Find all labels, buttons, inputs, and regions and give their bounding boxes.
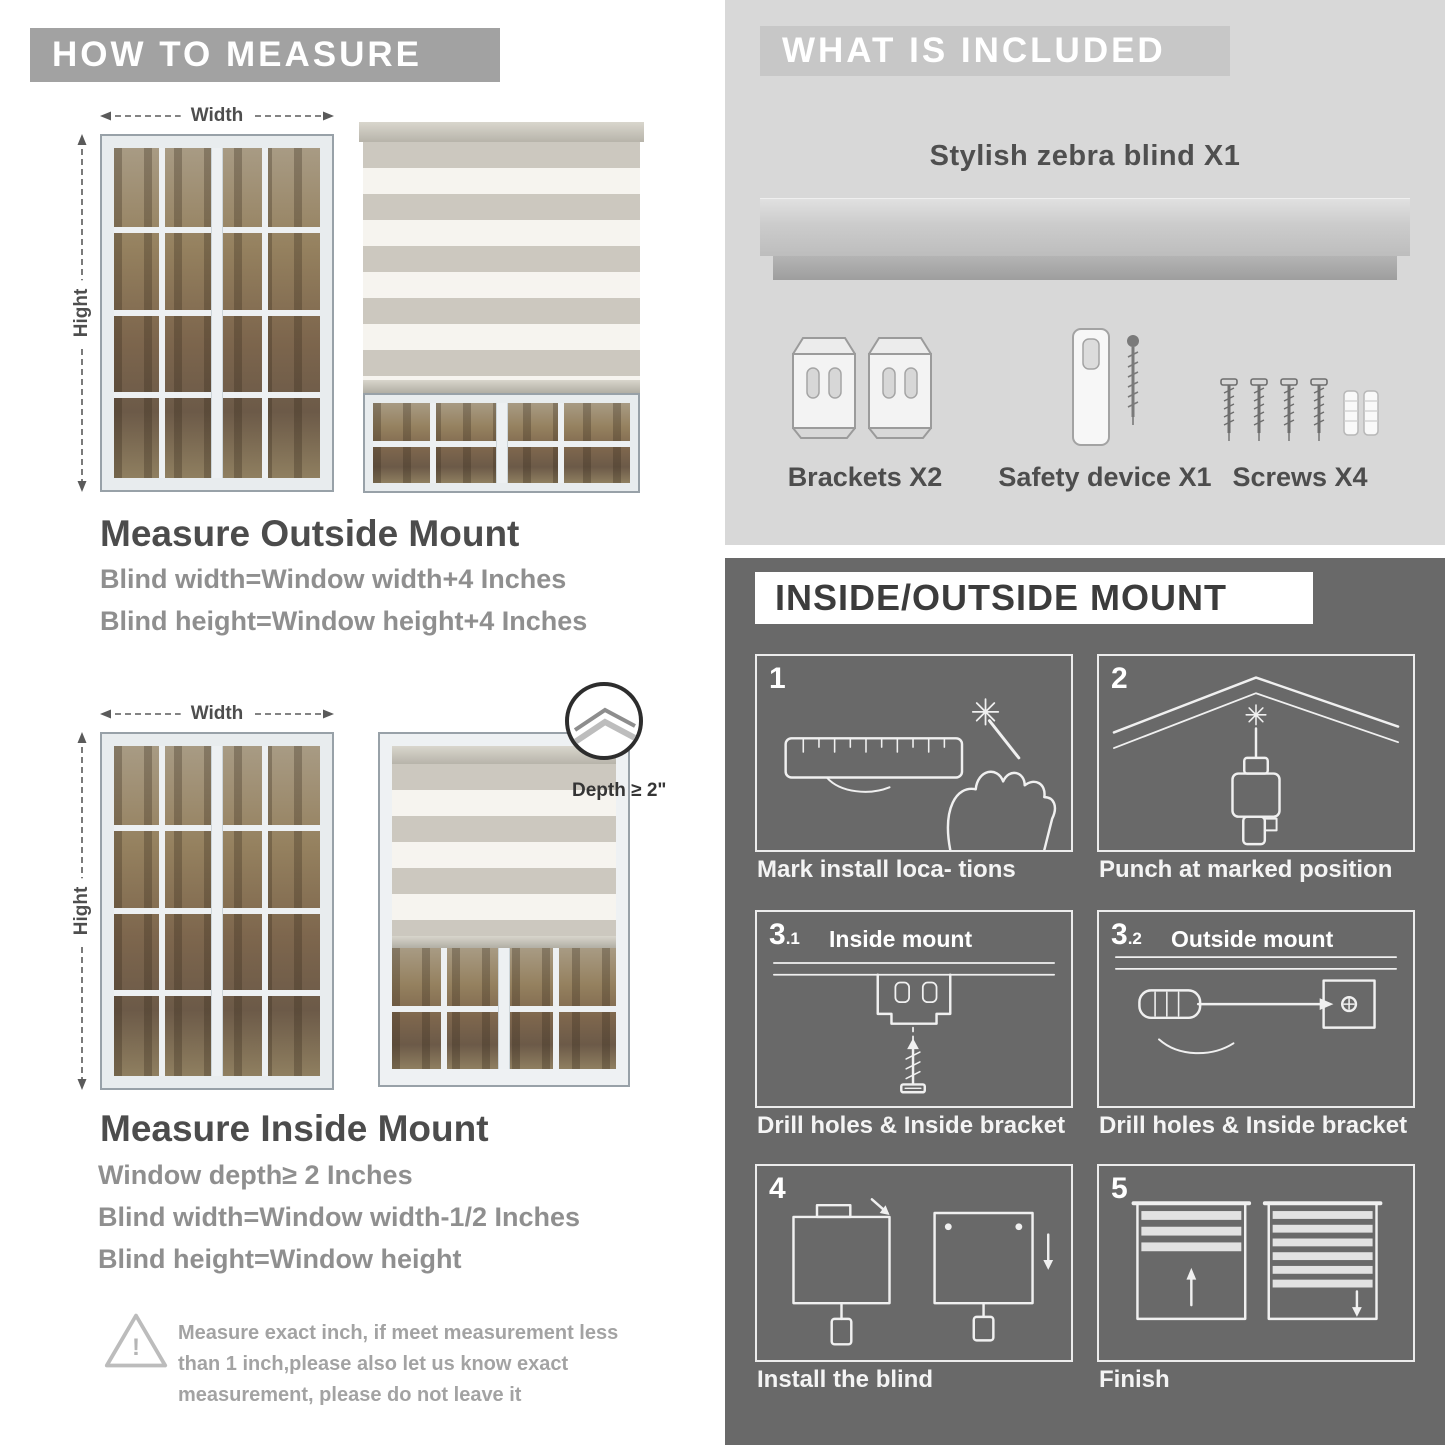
step-number: 3.2 xyxy=(1111,918,1142,952)
what-is-included-header-bar: WHAT IS INCLUDED xyxy=(760,26,1230,76)
step-number: 1 xyxy=(769,662,786,696)
step-number-text: 3 xyxy=(1111,918,1128,951)
window-panes xyxy=(373,403,630,483)
window-panes xyxy=(114,746,320,1076)
blind-fabric xyxy=(392,764,616,936)
screws-icon xyxy=(1220,378,1379,441)
screws-label: Screws X4 xyxy=(1232,462,1368,492)
blind-bottom-rail xyxy=(392,936,616,948)
window-illustration xyxy=(100,134,334,492)
window-center-post xyxy=(498,948,510,1069)
window-illustration xyxy=(100,732,334,1090)
outside-height-formula: Blind height=Window height+4 Inches xyxy=(100,606,588,636)
warning-triangle-icon: ! xyxy=(103,1310,169,1372)
blind-headrail-product xyxy=(760,198,1410,256)
brackets-icon xyxy=(792,337,932,439)
how-to-measure-title: HOW TO MEASURE xyxy=(52,35,422,74)
inside-mount-figure: Width Hight xyxy=(60,682,666,1097)
window-below-blind xyxy=(363,393,640,493)
outside-width-formula: Blind width=Window width+4 Inches xyxy=(100,564,567,594)
inside-mount-heading: Measure Inside Mount xyxy=(100,1108,489,1149)
measurement-warning-text: Measure exact inch, if meet measurement … xyxy=(178,1322,619,1406)
brackets-label: Brackets X2 xyxy=(787,462,943,492)
blind-headrail-valance xyxy=(773,256,1397,280)
inside-depth-formula: Window depth≥ 2 Inches xyxy=(98,1160,413,1190)
step-panel-4: 4 xyxy=(755,1164,1073,1362)
how-to-measure-header-bar: HOW TO MEASURE xyxy=(30,28,500,82)
step-panel-3-1: 3.1 Inside mount xyxy=(755,910,1073,1108)
window-panes xyxy=(114,148,320,478)
height-arrow: Hight xyxy=(71,134,93,492)
mount-instructions-section: INSIDE/OUTSIDE MOUNT 1 Mark install loca… xyxy=(725,558,1445,1445)
inside-blind-content xyxy=(392,746,616,1073)
what-is-included-section: WHAT IS INCLUDED Stylish zebra blind X1 xyxy=(725,0,1445,545)
width-arrow: Width xyxy=(100,703,334,725)
depth-callout-circle xyxy=(565,682,643,760)
width-label: Width xyxy=(180,105,254,127)
warning-triangle-outline xyxy=(104,1313,168,1368)
width-arrow: Width xyxy=(100,105,334,127)
step-panel-1: 1 xyxy=(755,654,1073,852)
window-center-post xyxy=(495,403,508,483)
mount-header-bar: INSIDE/OUTSIDE MOUNT xyxy=(755,572,1313,624)
width-label: Width xyxy=(180,703,254,725)
finish-illustration xyxy=(1131,1201,1383,1321)
height-label: Hight xyxy=(71,878,93,944)
inside-mounted-blind xyxy=(378,732,630,1087)
step-3-1-caption: Drill holes & Inside bracket xyxy=(757,1112,1066,1139)
step-number-text: 4 xyxy=(769,1172,786,1205)
install-blind-illustration xyxy=(792,1198,1054,1346)
window-panes xyxy=(392,948,616,1069)
step-number: 3.1 xyxy=(769,918,800,952)
step-number-text: 3 xyxy=(769,918,786,951)
zebra-blind-illustration xyxy=(359,122,644,493)
step-number-text: 1 xyxy=(769,662,786,695)
window-center-post xyxy=(211,148,223,478)
blind-fabric xyxy=(363,142,640,380)
inside-mount-label: Inside mount xyxy=(829,926,973,952)
height-arrow: Hight xyxy=(71,732,93,1090)
mount-title: INSIDE/OUTSIDE MOUNT xyxy=(775,577,1228,618)
step-number-sub: .2 xyxy=(1127,929,1142,948)
inside-bracket-illustration xyxy=(773,962,1055,1094)
blind-headrail xyxy=(359,122,644,142)
step-number: 5 xyxy=(1111,1172,1128,1206)
step-3-2-caption: Drill holes & Inside bracket xyxy=(1099,1112,1408,1139)
step-number-sub: .1 xyxy=(785,929,800,948)
depth-corner-detail-icon xyxy=(573,707,637,745)
window-center-post xyxy=(211,746,223,1076)
step-panel-3-2: 3.2 Outside mount xyxy=(1097,910,1415,1108)
step-number-text: 2 xyxy=(1111,662,1128,695)
step-4-caption: Install the blind xyxy=(757,1366,934,1393)
step-number: 4 xyxy=(769,1172,786,1206)
blind-bottom-rail xyxy=(363,380,640,393)
outside-mount-figure: Width Hight xyxy=(60,100,660,505)
blind-headrail xyxy=(392,746,616,764)
what-is-included-title: WHAT IS INCLUDED xyxy=(782,31,1166,70)
safety-device-label: Safety device X1 xyxy=(998,462,1212,492)
drill-illustration xyxy=(1112,676,1400,846)
step-panel-5: 5 xyxy=(1097,1164,1415,1362)
step-1-caption: Mark install loca- tions xyxy=(757,856,1016,883)
inside-width-formula: Blind width=Window width-1/2 Inches xyxy=(98,1202,581,1232)
outside-mount-heading: Measure Outside Mount xyxy=(100,513,520,554)
step-panel-2: 2 xyxy=(1097,654,1415,852)
inside-height-formula: Blind height=Window height xyxy=(98,1244,462,1274)
step-number: 2 xyxy=(1111,662,1128,696)
height-label: Hight xyxy=(71,280,93,346)
step-2-caption: Punch at marked position xyxy=(1099,856,1393,883)
outside-mount-label: Outside mount xyxy=(1171,926,1334,952)
step-5-caption: Finish xyxy=(1099,1366,1170,1393)
step-number-text: 5 xyxy=(1111,1172,1128,1205)
warning-exclamation: ! xyxy=(132,1334,140,1361)
product-name: Stylish zebra blind X1 xyxy=(929,140,1241,172)
depth-requirement-label: Depth ≥ 2" xyxy=(572,780,667,801)
mark-location-illustration xyxy=(784,698,1057,850)
outside-bracket-illustration xyxy=(1115,956,1397,1055)
safety-device-icon xyxy=(1072,328,1139,446)
